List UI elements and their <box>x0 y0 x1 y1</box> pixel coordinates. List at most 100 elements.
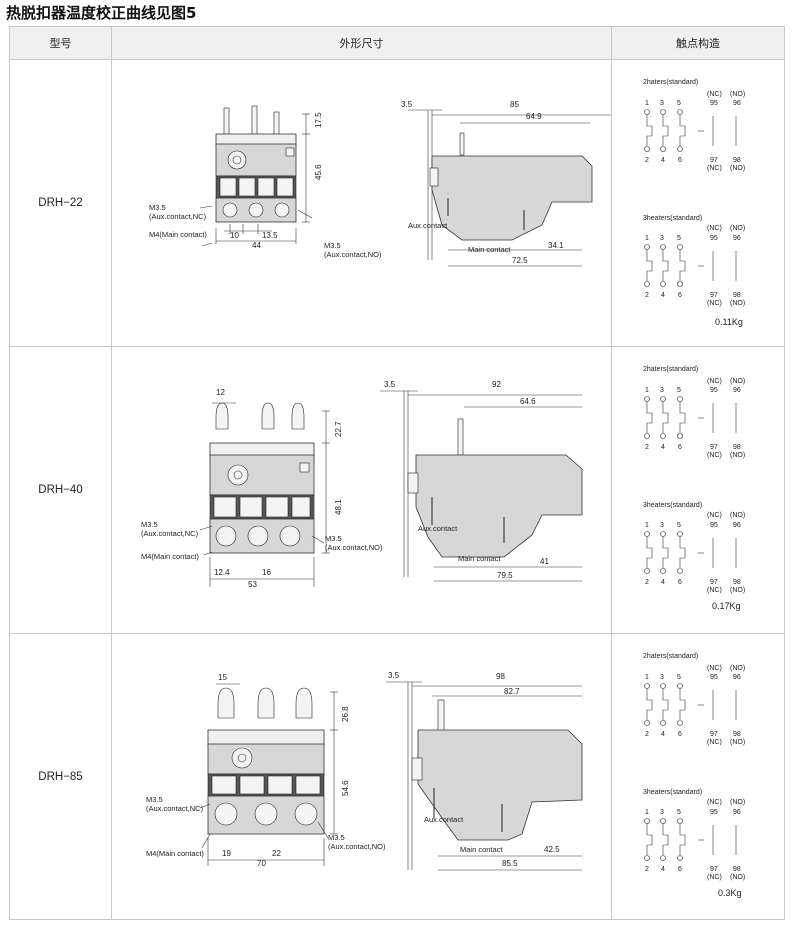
dimension-drawing-cell: 17.5 45.6 10 13.5 44 M3.5 (Aux.contact,N… <box>111 59 612 347</box>
contact-num: 4 <box>661 444 665 451</box>
contact-num: 1 <box>645 809 649 816</box>
contact-num: 96 <box>733 674 741 681</box>
front-width: 53 <box>248 580 257 589</box>
front-pitch-b: 16 <box>262 568 271 577</box>
contact-symbol <box>644 683 737 726</box>
front-view <box>199 402 330 587</box>
contact-group-title: 3heaters(standard) <box>643 789 702 796</box>
contact-diagram-cell: 2haters(standard) (NC) (NO) 1 3 5 95 96 <box>611 59 785 347</box>
table-header-row: 型号 外形尺寸 触点构造 <box>9 26 785 60</box>
contact-num: 3 <box>660 100 664 107</box>
contact-num: 3 <box>660 235 664 242</box>
aux-nc-label: M3.5 <box>146 795 163 804</box>
contact-num: 97 <box>710 157 718 164</box>
aux-no-label-2: (Aux.contact,NO) <box>324 250 382 259</box>
main-contact-label: M4(Main contact) <box>149 230 207 239</box>
contact-no-label: (NO) <box>730 665 745 672</box>
contact-num: 6 <box>678 444 682 451</box>
contact-nc-label: (NC) <box>707 739 722 746</box>
contact-num: 4 <box>661 157 665 164</box>
front-pitch-b: 22 <box>272 849 281 858</box>
model-cell: DRH−85 <box>9 633 112 920</box>
side-offset: 3.5 <box>384 380 396 389</box>
aux-no-label: M3.5 <box>324 241 341 250</box>
contact-no-label: (NO) <box>730 799 745 806</box>
front-view <box>199 683 338 866</box>
contact-diagram-cell: 2haters(standard) (NC) (NO) 1 3 5 95 96 <box>611 346 785 634</box>
contact-num: 95 <box>710 235 718 242</box>
contact-group-title: 3heaters(standard) <box>643 215 702 222</box>
contact-num: 3 <box>660 387 664 394</box>
contact-num: 98 <box>733 579 741 586</box>
page-title: 热脱扣器温度校正曲线见图5 <box>6 4 197 22</box>
header-contacts: 触点构造 <box>611 26 785 60</box>
side-length-total: 92 <box>492 380 501 389</box>
side-main-label: Main contact <box>460 845 503 854</box>
contact-nc-label: (NC) <box>707 874 722 881</box>
main-contact-label: M4(Main contact) <box>141 552 199 561</box>
contact-nc-label: (NC) <box>707 452 722 459</box>
side-length-inner: 82.7 <box>504 687 520 696</box>
contact-num: 5 <box>677 387 681 394</box>
contact-group-title: 2haters(standard) <box>643 653 698 660</box>
front-pitch-a: 10 <box>230 231 239 240</box>
contact-num: 1 <box>645 235 649 242</box>
contact-nc-label: (NC) <box>707 799 722 806</box>
side-aux-label: Aux.contact <box>408 221 448 230</box>
contact-num: 98 <box>733 292 741 299</box>
contact-no-label: (NO) <box>730 378 745 385</box>
dimension-drawing-svg: 17.5 45.6 10 13.5 44 M3.5 (Aux.contact,N… <box>149 100 611 267</box>
contact-num: 96 <box>733 387 741 394</box>
contact-symbol <box>644 109 737 152</box>
table-row: DRH−40 <box>9 346 785 634</box>
dimension-drawing-cell: 15 26.8 54.6 19 22 70 M3.5 (Aux.contact,… <box>111 633 612 920</box>
front-pitch-b: 13.5 <box>262 231 278 240</box>
contact-diagram-svg: 2haters(standard) (NC) (NO) 1 3 5 95 96 <box>643 653 745 898</box>
main-contact-label: M4(Main contact) <box>146 849 204 858</box>
aux-nc-label: M3.5 <box>141 520 158 529</box>
side-main-label: Main contact <box>458 554 501 563</box>
side-offset: 3.5 <box>388 671 400 680</box>
contact-no-label: (NO) <box>730 512 745 519</box>
contact-num: 95 <box>710 522 718 529</box>
contact-nc-label: (NC) <box>707 665 722 672</box>
contact-num: 98 <box>733 157 741 164</box>
aux-no-label: M3.5 <box>328 833 345 842</box>
side-view <box>386 681 583 871</box>
contact-num: 98 <box>733 444 741 451</box>
contact-num: 4 <box>661 579 665 586</box>
contact-num: 6 <box>678 579 682 586</box>
side-bottom-a: 42.5 <box>544 845 560 854</box>
contact-num: 6 <box>678 157 682 164</box>
contact-no-label: (NO) <box>730 739 745 746</box>
contact-symbol <box>644 531 737 574</box>
header-dimensions: 外形尺寸 <box>111 26 612 60</box>
contact-no-label: (NO) <box>730 300 745 307</box>
aux-nc-label-2: (Aux.contact,NC) <box>141 529 199 538</box>
side-offset: 3.5 <box>401 100 413 109</box>
contact-num: 98 <box>733 731 741 738</box>
contact-nc-label: (NC) <box>707 587 722 594</box>
front-height: 45.6 <box>314 164 323 180</box>
contact-num: 2 <box>645 579 649 586</box>
contact-diagram-svg: 2haters(standard) (NC) (NO) 1 3 5 95 96 <box>643 366 745 611</box>
contact-num: 1 <box>645 674 649 681</box>
contact-num: 4 <box>661 731 665 738</box>
contact-nc-label: (NC) <box>707 300 722 307</box>
contact-num: 97 <box>710 444 718 451</box>
side-length-total: 98 <box>496 672 505 681</box>
weight-label: 0.11Kg <box>715 317 743 327</box>
side-view <box>380 390 583 582</box>
contact-num: 5 <box>677 674 681 681</box>
front-view <box>199 105 313 247</box>
contact-num: 2 <box>645 292 649 299</box>
contact-num: 5 <box>677 809 681 816</box>
contact-nc-label: (NC) <box>707 225 722 232</box>
front-top-width: 12 <box>216 388 225 397</box>
contact-num: 5 <box>677 522 681 529</box>
contact-no-label: (NO) <box>730 225 745 232</box>
contact-num: 6 <box>678 866 682 873</box>
contact-num: 5 <box>677 100 681 107</box>
contact-num: 2 <box>645 866 649 873</box>
side-bottom-b: 85.5 <box>502 859 518 868</box>
